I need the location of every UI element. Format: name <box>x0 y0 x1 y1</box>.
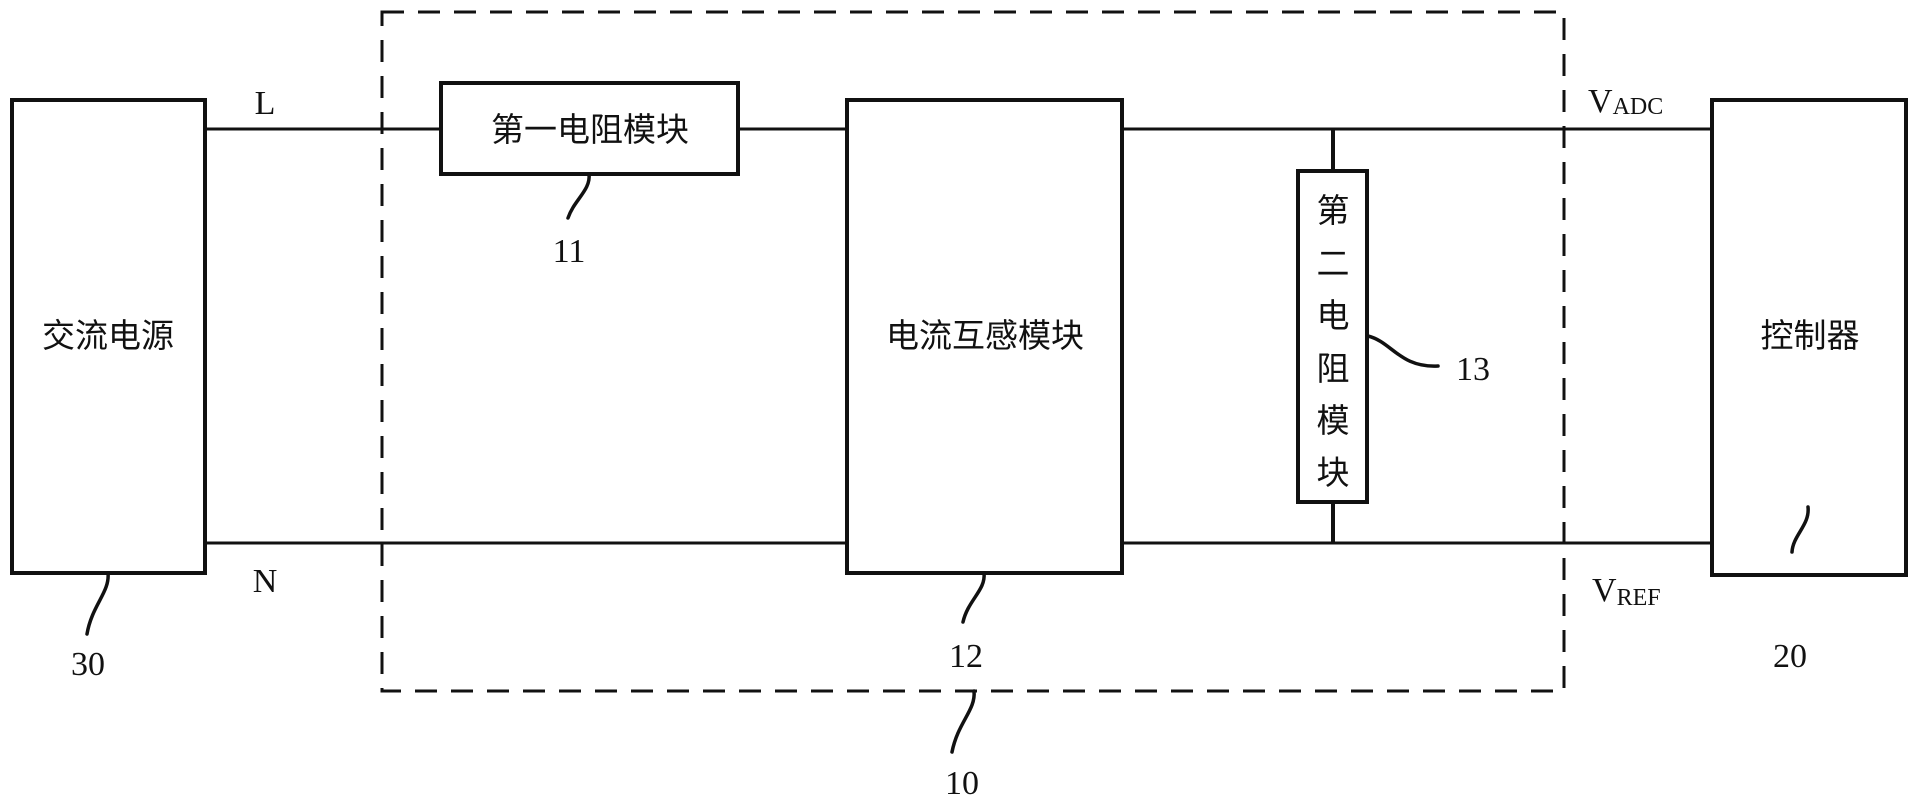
leader-20 <box>1790 505 1810 554</box>
first-resistor-label: 第一电阻模块 <box>491 110 689 149</box>
second-resistor-char: 第 <box>1317 191 1350 230</box>
leader-10 <box>950 689 976 754</box>
ac-source-box <box>10 98 207 575</box>
second-resistor-block: 第 二 电 阻 模 块 <box>1296 169 1369 504</box>
neutral-line-label: N <box>253 563 278 600</box>
vadc-main: V <box>1588 83 1613 120</box>
controller-box <box>1710 98 1908 577</box>
ac-source-block: 交流电源 <box>10 98 207 575</box>
first-resistor-block: 第一电阻模块 <box>439 81 740 176</box>
current-transformer-label: 电流互感模块 <box>886 316 1084 355</box>
vadc-subscript: ADC <box>1613 94 1664 120</box>
live-line-label: L <box>255 85 276 122</box>
current-transformer-block: 电流互感模块 <box>845 98 1124 575</box>
leader-11 <box>566 172 591 220</box>
second-resistor-char: 电 <box>1317 296 1350 335</box>
controller-label: 控制器 <box>1761 316 1860 355</box>
second-resistor-char: 块 <box>1317 453 1350 492</box>
ref-numeral-11: 11 <box>553 233 586 270</box>
ref-numeral-30: 30 <box>71 646 105 683</box>
ac-source-label: 交流电源 <box>42 316 174 355</box>
controller-block: 控制器 <box>1710 98 1908 577</box>
second-resistor-char: 模 <box>1317 401 1350 440</box>
vadc-label: VADC <box>1588 83 1663 120</box>
ref-numeral-12: 12 <box>949 638 983 675</box>
leader-13 <box>1366 334 1440 368</box>
second-resistor-char: 阻 <box>1317 349 1350 388</box>
leader-12 <box>961 571 986 624</box>
vref-label: VREF <box>1592 572 1661 611</box>
vref-main: V <box>1592 572 1617 609</box>
vref-subscript: REF <box>1617 585 1661 611</box>
ref-numeral-10: 10 <box>945 765 979 802</box>
second-resistor-char: 二 <box>1317 244 1350 283</box>
leader-30 <box>85 571 110 636</box>
ref-numeral-13: 13 <box>1456 351 1490 388</box>
ref-numeral-20: 20 <box>1773 638 1807 675</box>
current-transformer-box <box>845 98 1124 575</box>
